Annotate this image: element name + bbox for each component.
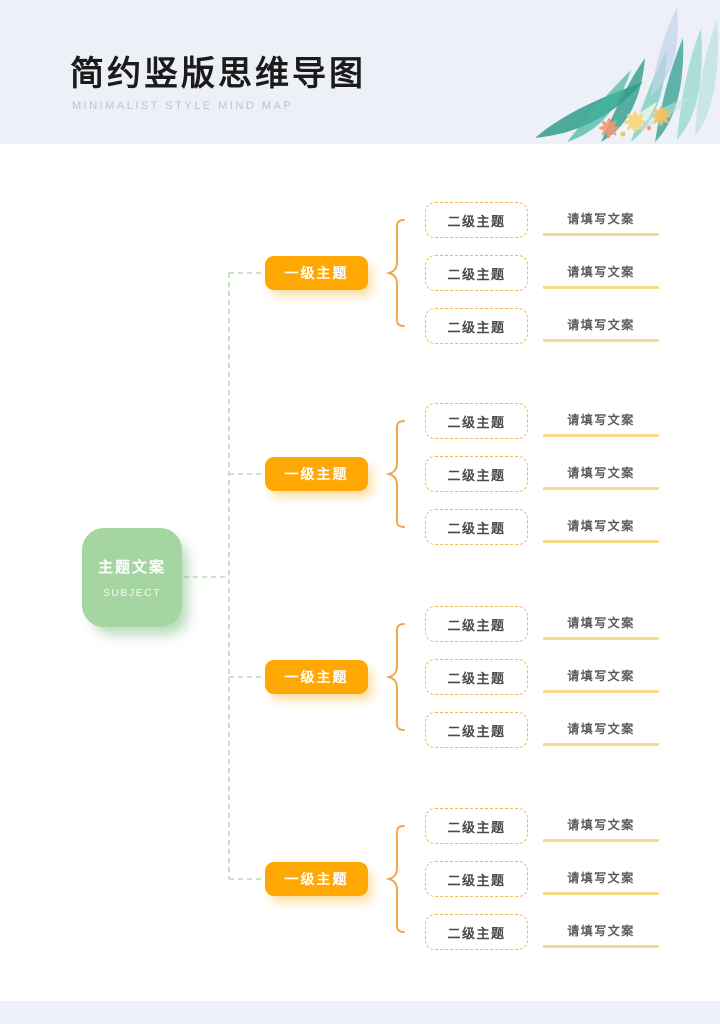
level2-node: 二级主题 [425,861,528,897]
note-text: 请填写文案 [567,466,635,480]
level2-node: 二级主题 [425,606,528,642]
note-line: 请填写文案 [543,614,659,640]
note-text: 请填写文案 [567,212,635,226]
note-text: 请填写文案 [567,669,635,683]
note-text: 请填写文案 [567,318,635,332]
note-text: 请填写文案 [567,871,635,885]
level1-node: 一级主题 [265,862,368,896]
note-text: 请填写文案 [567,722,635,736]
level2-node: 二级主题 [425,914,528,950]
note-line: 请填写文案 [543,922,659,948]
level2-node: 二级主题 [425,255,528,291]
note-line: 请填写文案 [543,316,659,342]
level2-node: 二级主题 [425,659,528,695]
root-node-label: 主题文案 [97,559,166,576]
note-line: 请填写文案 [543,667,659,693]
level1-node: 一级主题 [265,660,368,694]
level1-node: 一级主题 [265,457,368,491]
level2-node: 二级主题 [425,403,528,439]
note-line: 请填写文案 [543,720,659,746]
leaves-flowers-decoration-icon [505,0,720,144]
note-text: 请填写文案 [567,413,635,427]
note-line: 请填写文案 [543,210,659,236]
note-text: 请填写文案 [567,519,635,533]
note-line: 请填写文案 [543,464,659,490]
page-title: 简约竖版思维导图 [70,55,366,93]
level1-node: 一级主题 [265,256,368,290]
note-line: 请填写文案 [543,411,659,437]
note-text: 请填写文案 [567,616,635,630]
level2-node: 二级主题 [425,308,528,344]
page-subtitle: MINIMALIST STYLE MIND MAP [72,100,294,112]
note-text: 请填写文案 [567,265,635,279]
level2-node: 二级主题 [425,808,528,844]
note-line: 请填写文案 [543,263,659,289]
page-header: 简约竖版思维导图 MINIMALIST STYLE MIND MAP [0,0,720,144]
note-line: 请填写文案 [543,517,659,543]
note-line: 请填写文案 [543,816,659,842]
note-text: 请填写文案 [567,818,635,832]
level2-node: 二级主题 [425,712,528,748]
flower-icon [599,106,671,138]
root-node-sublabel: SUBJECT [102,587,162,599]
note-line: 请填写文案 [543,869,659,895]
level2-node: 二级主题 [425,202,528,238]
dashed-connector [184,272,263,880]
brace-icon [385,219,405,933]
root-node: 主题文案 SUBJECT [82,528,182,627]
level2-node: 二级主题 [425,509,528,545]
level2-node: 二级主题 [425,456,528,492]
note-text: 请填写文案 [567,924,635,938]
